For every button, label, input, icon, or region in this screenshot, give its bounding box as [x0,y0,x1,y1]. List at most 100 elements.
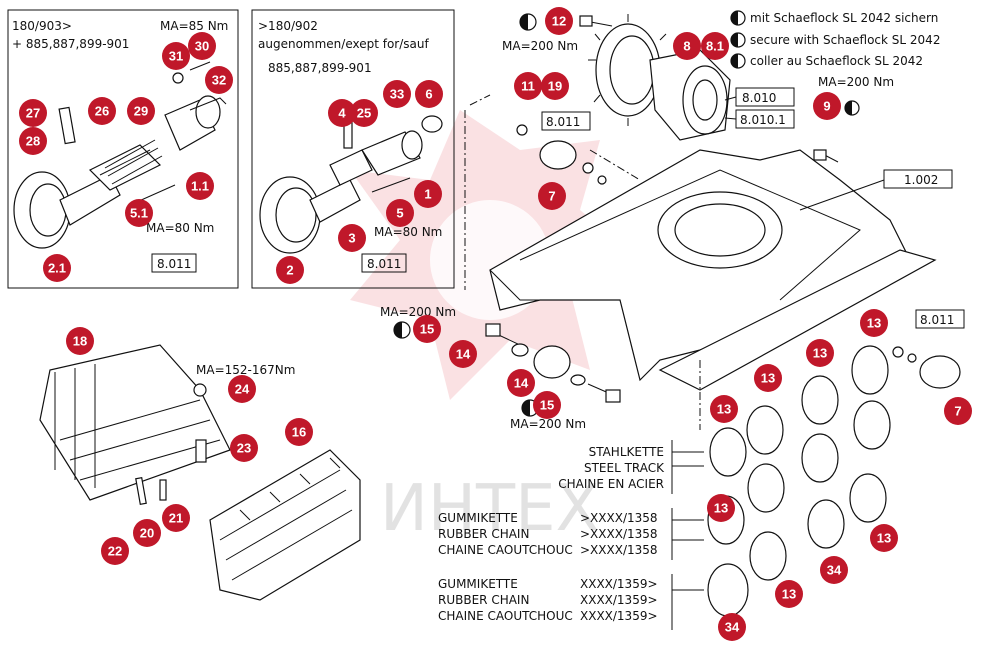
rubber2-code-1: XXXX/1359> [580,593,658,607]
callout-c13c: 13 [754,364,782,392]
callout-c31: 31 [162,42,190,70]
callout-label: 20 [140,526,154,541]
steel-track-drawing: MA=152-167Nm [39,344,295,506]
ref-1002: 1.002 [904,173,938,187]
torque-24: MA=152-167Nm [196,363,295,377]
callout-c11: 11 [514,72,542,100]
carrier-roller-left: 8.011 [516,111,607,185]
torque-15b: MA=200 Nm [510,417,586,431]
callout-label: 13 [782,587,796,602]
ref-8011-a: 8.011 [546,115,580,129]
callout-label: 5 [396,206,403,221]
callout-c15b: 15 [533,391,561,419]
callout-label: 9 [823,99,830,114]
callout-label: 1 [424,187,431,202]
mid-box-ref: 8.011 [367,257,401,271]
callout-label: 12 [552,14,566,29]
rubber2-label-en: RUBBER CHAIN [438,593,529,607]
callout-c25: 25 [350,99,378,127]
callout-c34b: 34 [718,613,746,641]
callout-label: 13 [813,346,827,361]
sprocket-and-drive-motor: MA=200 Nm 8.010 8.010.1 MA=200 Nm [502,13,894,163]
callout-c14b: 14 [507,369,535,397]
callout-label: 22 [108,544,122,559]
callout-c13b: 13 [806,339,834,367]
callout-label: 23 [237,441,251,456]
callout-label: 13 [717,402,731,417]
callout-c13a: 13 [860,309,888,337]
callout-label: 1.1 [191,179,209,194]
variant-box-middle: >180/902 augenommen/exept for/sauf 885,8… [251,9,455,289]
callout-c29: 29 [127,97,155,125]
callout-label: 7 [548,189,555,204]
callout-label: 21 [169,511,183,526]
torque-12: MA=200 Nm [502,39,578,53]
callout-label: 13 [761,371,775,386]
callout-label: 19 [548,79,562,94]
rubber2-code-2: XXXX/1359> [580,609,658,623]
callout-label: 8 [683,39,690,54]
callout-c32: 32 [205,66,233,94]
callout-label: 34 [725,620,740,635]
callout-c4: 4 [328,99,356,127]
rubber2-label-fr: CHAINE CAOUTCHOUC [438,609,573,623]
callout-label: 7 [954,404,961,419]
callout-c20: 20 [133,519,161,547]
callout-c8: 8 [673,32,701,60]
callout-c7b: 7 [944,397,972,425]
callout-label: 25 [357,106,371,121]
callout-label: 14 [456,347,471,362]
callout-c22: 22 [101,537,129,565]
callout-label: 16 [292,425,306,440]
track-variant-labels: STAHLKETTE STEEL TRACK CHAINE EN ACIER G… [438,440,704,630]
rubber1-code-2: >XXXX/1358 [580,543,658,557]
callout-c23: 23 [230,434,258,462]
undercarriage-frame: 1.002 [464,94,953,430]
rubber1-code-1: >XXXX/1358 [580,527,658,541]
callout-label: 24 [235,382,250,397]
callout-c14a: 14 [449,340,477,368]
rubber1-code-0: >XXXX/1358 [580,511,658,525]
callout-label: 8.1 [706,39,724,54]
callout-label: 3 [348,231,355,246]
callout-label: 18 [73,334,87,349]
callout-label: 31 [169,49,183,64]
callout-c34a: 34 [820,556,848,584]
left-box-torque-top: MA=85 Nm [160,19,228,33]
callout-c15a: 15 [413,315,441,343]
callout-label: 13 [877,531,891,546]
callout-label: 15 [420,322,434,337]
rubber1-label-de: GUMMIKETTE [438,511,518,525]
ref-8010-1: 8.010.1 [740,113,786,127]
callout-label: 27 [26,106,40,121]
callout-c6: 6 [415,80,443,108]
callout-label: 33 [390,87,404,102]
legend: mit Schaeflock SL 2042 sichern secure wi… [730,10,940,69]
callout-c5: 5 [386,199,414,227]
callout-c26: 26 [88,97,116,125]
callout-label: 2.1 [48,261,66,276]
callout-label: 11 [521,79,535,94]
callout-label: 14 [514,376,529,391]
callout-label: 32 [212,73,226,88]
mid-box-line3: 885,887,899-901 [268,61,372,75]
callout-label: 28 [26,134,40,149]
callout-c18: 18 [66,327,94,355]
callout-c1: 1 [414,180,442,208]
callout-c30: 30 [188,32,216,60]
variant-box-left: 180/903> + 885,887,899-901 MA=85 Nm MA=8… [7,9,239,289]
legend-line2: secure with Schaeflock SL 2042 [750,33,940,47]
callout-label: 26 [95,104,109,119]
callout-c3: 3 [338,224,366,252]
callout-c13e: 13 [707,494,735,522]
callout-label: 13 [867,316,881,331]
callout-c13g: 13 [775,580,803,608]
carrier-roller-right: 8.011 [892,309,965,389]
callout-c24: 24 [228,375,256,403]
callout-label: 34 [827,563,842,578]
steel-track-en: STEEL TRACK [584,461,665,475]
callout-label: 30 [195,39,209,54]
callout-c16: 16 [285,418,313,446]
torque-15a: MA=200 Nm [380,305,456,319]
